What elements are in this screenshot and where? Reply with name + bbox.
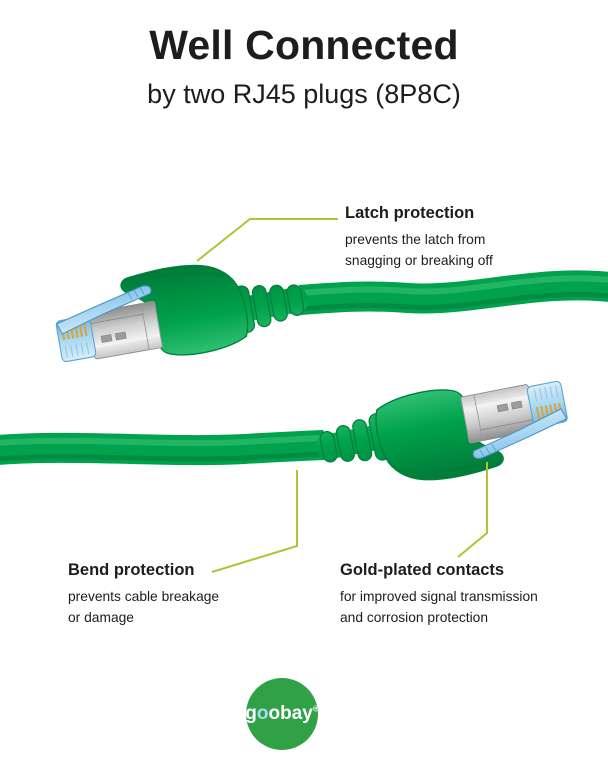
- logo-letters-bay: bay: [280, 703, 313, 724]
- annotation-gold-contacts: Gold-plated contacts for improved signal…: [340, 561, 570, 628]
- logo-letter-o-accent: o: [256, 703, 269, 724]
- annotation-contacts-body: for improved signal transmission and cor…: [340, 589, 538, 625]
- page-subtitle: by two RJ45 plugs (8P8C): [147, 79, 461, 109]
- annotation-bend-protection: Bend protection prevents cable breakage …: [68, 561, 288, 628]
- annotation-latch-title: Latch protection: [345, 204, 475, 222]
- registered-trademark-symbol: ®: [312, 704, 319, 714]
- annotation-contacts-title: Gold-plated contacts: [340, 561, 505, 579]
- logo-letter: o: [268, 703, 281, 724]
- latch-callout-line: [196, 218, 338, 262]
- annotation-latch-body: prevents the latch from snagging or brea…: [345, 232, 493, 268]
- annotation-bend-title: Bend protection: [68, 561, 195, 579]
- goobay-logo: goobay®: [245, 678, 319, 750]
- page-title: Well Connected: [149, 22, 459, 68]
- logo-letter: g: [245, 703, 257, 724]
- rj45-plug-top: [48, 243, 315, 379]
- annotation-bend-body: prevents cable breakage or damage: [68, 589, 220, 625]
- bend-callout-line: [211, 470, 298, 573]
- cable-top: [298, 270, 608, 315]
- goobay-logo-text: goobay®: [245, 703, 318, 725]
- header: Well Connected by two RJ45 plugs (8P8C): [0, 22, 608, 110]
- contacts-callout-line: [457, 462, 488, 558]
- annotation-latch-protection: Latch protection prevents the latch from…: [345, 204, 555, 271]
- cable-bottom: [0, 430, 325, 466]
- callout-lines: [196, 218, 488, 573]
- rj45-plug-bottom: [308, 364, 576, 504]
